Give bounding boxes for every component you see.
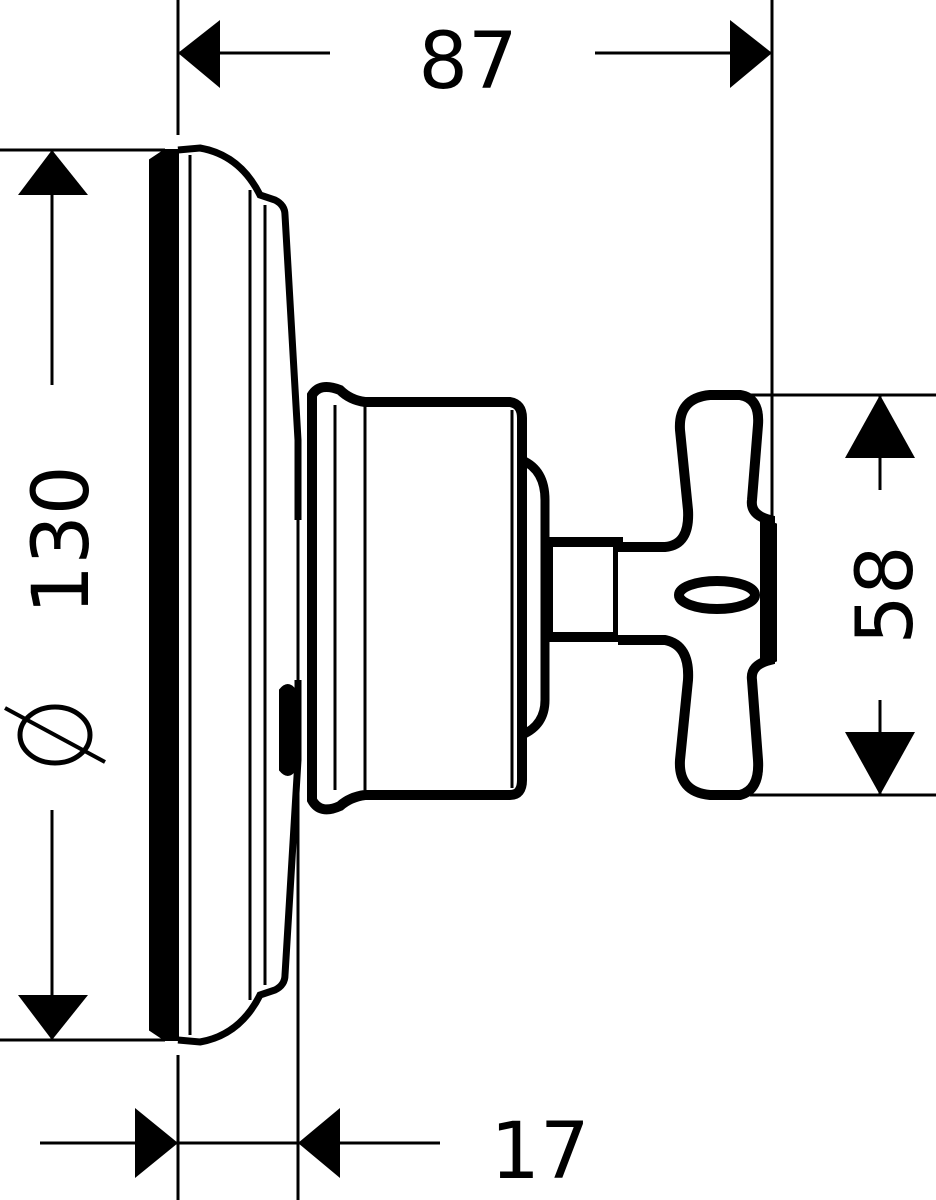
dimension-label-58: 58 [841, 545, 931, 644]
arrow-down-icon [845, 732, 915, 795]
dimension-label-87: 87 [418, 17, 517, 107]
arrow-left-icon [178, 20, 220, 88]
dimension-58: 58 [750, 393, 936, 797]
arrow-right-icon [730, 20, 772, 88]
arrow-up-icon [845, 395, 915, 458]
arrow-right-icon [135, 1108, 178, 1178]
dimension-87: 87 [176, 0, 774, 520]
wall-plate [149, 144, 302, 1200]
cross-handle [618, 390, 777, 800]
diameter-symbol-icon [4, 704, 106, 766]
dimension-17: 17 [40, 1055, 590, 1200]
arrow-up-icon [18, 150, 88, 195]
arrow-down-icon [18, 995, 88, 1040]
dimension-label-17: 17 [490, 1107, 589, 1197]
valve-body [307, 381, 623, 815]
arrow-left-icon [298, 1108, 340, 1178]
dimension-130: 130 [0, 148, 165, 1042]
dimension-label-130: 130 [17, 466, 107, 615]
